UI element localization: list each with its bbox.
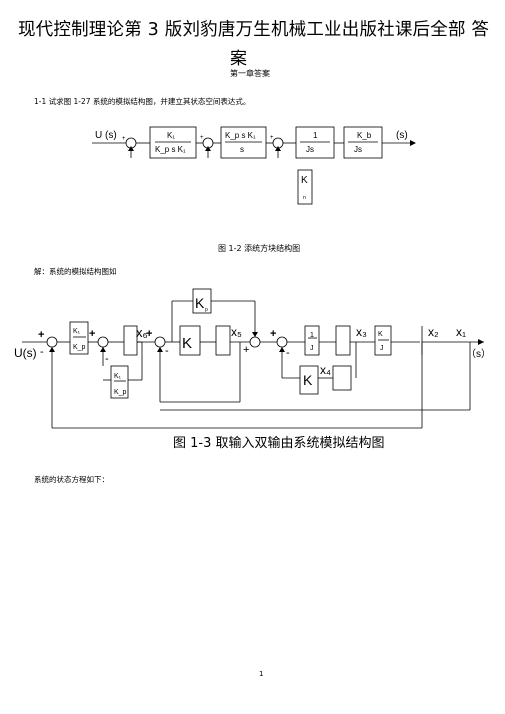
fig2-sum-4 xyxy=(249,336,261,348)
svg-text:+: + xyxy=(146,328,152,340)
fig2-integrator-3 xyxy=(335,325,351,356)
fig1-b4-num: K_b xyxy=(357,131,372,140)
svg-text:+: + xyxy=(89,328,95,340)
fig2-sum-5 xyxy=(276,336,288,348)
fig2-kp-sub-label: p xyxy=(205,307,208,313)
fig1-block-2 xyxy=(220,126,267,159)
fig2-sum-1 xyxy=(46,336,58,348)
fig1-block-1 xyxy=(149,126,197,159)
state-equation-intro: 系统的状态方程如下： xyxy=(34,475,109,484)
fig2-x6-label: x₆ xyxy=(136,325,148,340)
fig1-feedback-block xyxy=(297,169,313,205)
fig2-fb-k1-label: K₁ xyxy=(114,373,122,380)
svg-text:-: - xyxy=(105,353,109,365)
fig2-block-kb-j xyxy=(374,325,392,356)
svg-text:+: + xyxy=(243,344,249,356)
question-text: 1-1 试求图 1-27 系统的模拟结构图，并建立其状态空间表达式。 xyxy=(34,97,251,106)
fig1-block-4 xyxy=(343,126,383,159)
fig1-input-label: U (s) xyxy=(95,130,117,141)
document-title: 现代控制理论第 3 版刘豹唐万生机械工业出版社课后全部 答 xyxy=(18,20,490,40)
fig2-block-k xyxy=(179,325,201,356)
svg-text:+: + xyxy=(200,135,204,141)
fig2-k1-label: K₁ xyxy=(73,328,81,335)
fig2-integrator-1 xyxy=(123,325,138,356)
fig2-kb-j-label: J xyxy=(380,345,384,352)
fig2-sum-2 xyxy=(97,336,109,348)
fig2-x3-label: x₃ xyxy=(356,325,367,339)
fig2-output-label: （s） xyxy=(466,348,491,360)
fig2-integrator-2 xyxy=(215,325,231,356)
fig2-x1-label: x₁ xyxy=(456,325,466,339)
fig2-kp-block-label: K xyxy=(195,295,205,311)
fig1-fb-top: K xyxy=(301,175,308,186)
fig2-block-k1kp-feedback xyxy=(110,365,129,399)
fig2-integrator-feedback xyxy=(332,365,352,391)
svg-text:+: + xyxy=(270,135,274,141)
fig1-fb-bot: n xyxy=(303,195,306,201)
svg-text:+: + xyxy=(270,328,276,340)
fig1-b1-den: K_p s K₁ xyxy=(155,145,186,154)
svg-text:-: - xyxy=(286,347,290,359)
fig2-block-kn xyxy=(299,365,319,395)
fig2-x4-label: x₄ xyxy=(320,363,331,377)
fig2-kb-label: K xyxy=(378,331,383,338)
fig1-b4-den: Js xyxy=(354,145,362,154)
fig2-j-label: J xyxy=(310,345,314,352)
document-title-continued: 案 xyxy=(230,49,247,69)
fig2-kn-label: K xyxy=(303,372,313,388)
fig1-b2-num: K_p s K₁ xyxy=(225,131,256,140)
svg-text:-: - xyxy=(165,345,169,357)
chapter-heading: 第一章答案 xyxy=(230,69,270,78)
fig1-b3-num: 1 xyxy=(313,131,318,140)
solution-intro: 解：系统的模拟结构图如 xyxy=(34,267,117,276)
fig2-input-label: U(s) xyxy=(14,346,37,360)
fig2-kp-label: K_p xyxy=(73,344,86,351)
fig1-b3-den: Js xyxy=(306,145,314,154)
fig2-k-block-label: K xyxy=(182,335,192,352)
fig1-b1-num: K₁ xyxy=(167,131,175,140)
fig2-one-label: 1 xyxy=(310,332,314,339)
fig2-fb-kp-label: K_p xyxy=(114,389,127,396)
fig2-block-k1kp xyxy=(69,321,89,355)
fig2-block-1-J xyxy=(304,325,320,356)
figure-1-caption: 图 1-2 添统方块结构图 xyxy=(218,244,301,253)
fig2-x5-label: x₅ xyxy=(231,325,242,339)
fig1-block-3 xyxy=(295,126,335,159)
page-number: 1 xyxy=(259,670,264,678)
fig2-sum-3 xyxy=(154,336,166,348)
fig2-x2-label: x₂ xyxy=(428,325,439,339)
svg-text:-: - xyxy=(40,346,44,358)
svg-text:+: + xyxy=(38,329,44,341)
fig1-output-label: (s) xyxy=(396,130,408,141)
figure-2-caption: 图 1-3 取输入双输由系统模拟结构图 xyxy=(173,436,385,451)
svg-text:+: + xyxy=(122,136,126,142)
fig1-b2-den: s xyxy=(240,145,244,154)
